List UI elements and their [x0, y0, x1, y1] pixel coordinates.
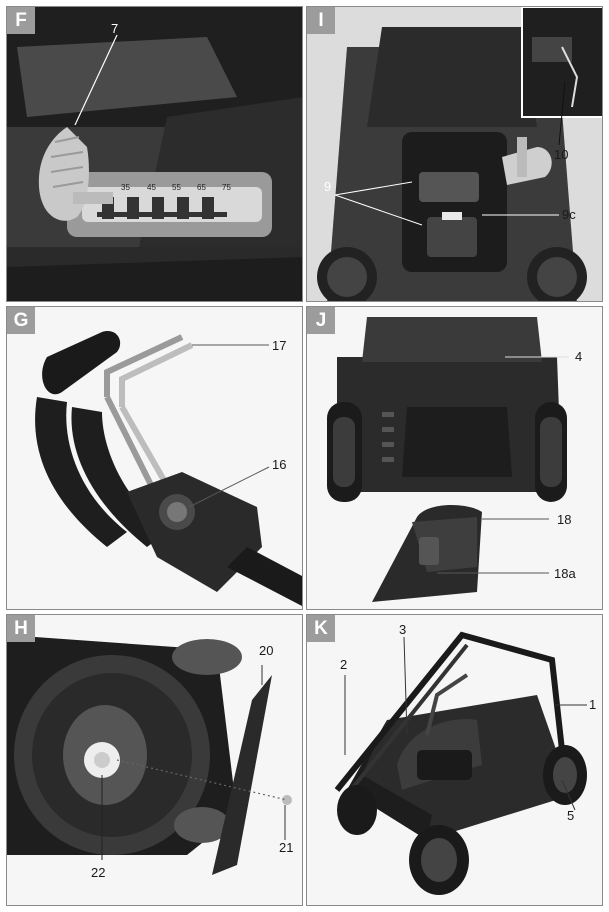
height-scale-55: 55	[172, 183, 181, 192]
panel-g: G 17 16	[6, 306, 303, 610]
panel-j-photo	[307, 307, 602, 609]
panel-h: H 20 21 22	[6, 614, 303, 906]
callout-20: 20	[259, 643, 274, 658]
callout-10: 10	[554, 147, 569, 162]
height-scale-75: 75	[222, 183, 231, 192]
panel-f-label: F	[7, 7, 35, 34]
panel-k: K 2 3 1 5	[306, 614, 603, 906]
callout-18a: 18a	[554, 566, 576, 581]
panel-j: J 4 18 18a	[306, 306, 603, 610]
callout-22: 22	[91, 865, 106, 880]
callout-9: 9	[324, 179, 332, 194]
panel-f: F 7 35 45 55 65 75	[6, 6, 303, 302]
panel-g-label: G	[7, 307, 35, 334]
height-scale-35: 35	[121, 183, 130, 192]
panel-h-label: H	[7, 615, 35, 642]
panel-k-photo	[307, 615, 602, 905]
callout-2: 2	[340, 657, 348, 672]
panel-j-label: J	[307, 307, 335, 334]
panel-f-photo	[7, 7, 302, 301]
callout-7: 7	[111, 21, 119, 36]
height-scale-65: 65	[197, 183, 206, 192]
panel-i: I 9 10 9c	[306, 6, 603, 302]
callout-4: 4	[575, 349, 583, 364]
panel-i-photo	[307, 7, 602, 301]
panel-g-photo	[7, 307, 302, 609]
callout-5: 5	[567, 808, 575, 823]
panel-k-label: K	[307, 615, 335, 642]
callout-3: 3	[399, 622, 407, 637]
callout-21: 21	[279, 840, 294, 855]
callout-18: 18	[557, 512, 572, 527]
callout-16: 16	[272, 457, 287, 472]
callout-1: 1	[589, 697, 597, 712]
height-scale-45: 45	[147, 183, 156, 192]
panel-i-label: I	[307, 7, 335, 34]
callout-9c: 9c	[562, 207, 576, 222]
panel-h-photo	[7, 615, 302, 905]
callout-17: 17	[272, 338, 287, 353]
